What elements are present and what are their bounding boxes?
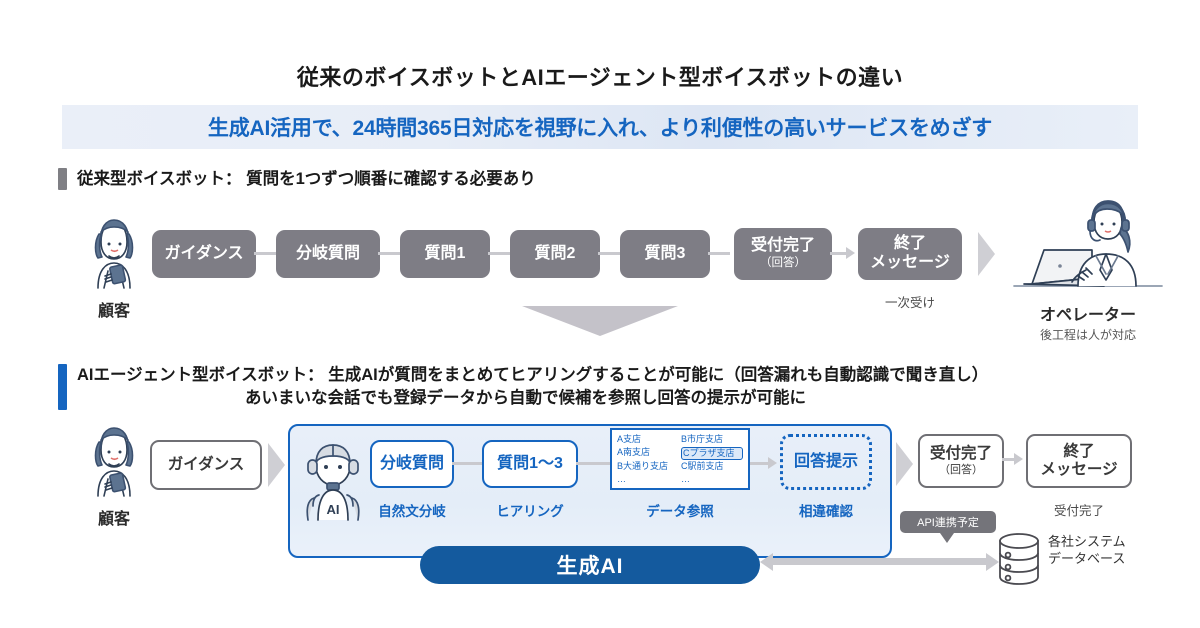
panel-step-data-reference-caption: データ参照	[646, 504, 714, 519]
data-reference-item-4: B大通り支店	[617, 461, 669, 472]
section-1-bar	[58, 168, 67, 190]
generative-ai-bar-label: 生成AI	[556, 555, 624, 578]
panel-connector-c-arrow	[768, 457, 777, 469]
section-1-flow-chevron-icon	[978, 232, 995, 276]
section-2-heading-line2: あいまいな会話でも登録データから自動で候補を参照し回答の提示が可能に	[245, 388, 806, 407]
genai-db-arrow-head-left	[760, 553, 773, 571]
step-question-3-label: 質問3	[644, 244, 686, 262]
section-1-heading: 従来型ボイスボット： 質問を1つずつ順番に確認する必要あり	[77, 170, 536, 188]
panel-step-branch-question-caption: 自然文分岐	[378, 504, 446, 519]
section-1-header: 従来型ボイスボット： 質問を1つずつ順番に確認する必要あり	[58, 168, 536, 191]
step-reception-complete-1[interactable]: 受付完了 （回答）	[734, 228, 832, 280]
step-guidance-2[interactable]: ガイダンス	[150, 440, 262, 490]
connector-1c	[488, 252, 510, 255]
api-integration-tag-label: API連携予定	[917, 517, 979, 529]
step-reception-complete-2-label: 受付完了	[929, 445, 992, 463]
connector-1f-arrow	[846, 247, 855, 259]
data-reference-item-2: A南支店	[617, 446, 651, 457]
connector-1d	[598, 252, 620, 255]
connector-2f	[1002, 458, 1018, 461]
step-guidance-1-label: ガイダンス	[164, 244, 244, 262]
step-end-message-1-label: 終了 メッセージ	[870, 235, 950, 271]
customer-avatar-icon	[94, 219, 134, 289]
section-2-heading-line1: AIエージェント型ボイスボット： 生成AIが質問をまとめてヒアリングすることが可…	[77, 366, 989, 384]
step-caption-reception-complete: 受付完了	[1053, 504, 1104, 518]
customer-2: 顧客	[68, 424, 160, 529]
section-2-header: AIエージェント型ボイスボット： 生成AIが質問をまとめてヒアリングすることが可…	[58, 364, 988, 410]
database-label: 各社システム データベース	[1048, 534, 1126, 568]
database-label-line1: 各社システム	[1048, 534, 1126, 549]
step-branch-question-1-label: 分岐質問	[295, 244, 360, 262]
database-icon-wrap	[994, 530, 1044, 593]
guidance-to-panel-chevron-icon	[268, 443, 285, 487]
panel-step-answer-presentation-caption: 相違確認	[799, 504, 853, 519]
step-question-3[interactable]: 質問3	[620, 230, 710, 278]
panel-step-answer-presentation-label: 回答提示	[793, 452, 858, 470]
step-end-message-2[interactable]: 終了 メッセージ	[1026, 434, 1132, 488]
step-reception-complete-2[interactable]: 受付完了 （回答）	[918, 434, 1004, 488]
svg-text:AI: AI	[327, 502, 340, 517]
database-icon	[999, 533, 1039, 585]
step-branch-question-1[interactable]: 分岐質問	[276, 230, 380, 278]
step-reception-complete-1-label: 受付完了	[750, 237, 815, 255]
step-question-2[interactable]: 質問2	[510, 230, 600, 278]
data-reference-item-7: …	[681, 473, 690, 484]
panel-connector-c	[750, 462, 772, 465]
connector-1f	[830, 252, 848, 255]
data-reference-item-6: …	[617, 473, 626, 484]
generative-ai-bar[interactable]: 生成AI	[420, 546, 760, 584]
panel-step-branch-question-label: 分岐質問	[379, 454, 444, 472]
subtitle-banner: 生成AI活用で、24時間365日対応を視野に入れ、より利便性の高いサービスをめざ…	[62, 105, 1138, 149]
genai-db-arrow-line	[772, 558, 988, 565]
data-reference-item-0: A支店	[617, 434, 642, 444]
data-reference-item-3: Cプラザ支店	[681, 446, 743, 461]
panel-step-questions-label: 質問1～3	[497, 454, 563, 472]
data-reference-item-5: C駅前支店	[681, 461, 724, 472]
panel-step-branch-question[interactable]: 分岐質問	[370, 440, 454, 488]
step-reception-complete-2-sub: （回答）	[939, 463, 983, 476]
operator: オペレーター 後工程は人が対応	[1002, 198, 1174, 343]
subtitle-banner-text: 生成AI活用で、24時間365日対応を視野に入れ、より利便性の高いサービスをめざ…	[207, 117, 993, 140]
panel-connector-a	[452, 462, 482, 465]
section-2-heading: AIエージェント型ボイスボット： 生成AIが質問をまとめてヒアリングすることが可…	[77, 364, 988, 410]
section-2-bar	[58, 364, 67, 410]
panel-step-questions[interactable]: 質問1～3	[482, 440, 578, 488]
ai-robot-icon-wrap: AI	[300, 440, 366, 527]
operator-headset-icon	[1013, 200, 1163, 287]
api-integration-tag: API連携予定	[900, 511, 996, 533]
step-guidance-1[interactable]: ガイダンス	[152, 230, 256, 278]
step-guidance-2-label: ガイダンス	[167, 455, 245, 473]
customer-1-label: 顧客	[97, 303, 130, 320]
connector-2f-arrow	[1014, 453, 1023, 465]
data-reference-item-1: B市庁支店	[681, 434, 724, 444]
panel-step-questions-caption: ヒアリング	[496, 504, 564, 519]
panel-step-answer-presentation[interactable]: 回答提示	[780, 434, 872, 490]
step-end-message-2-label: 終了 メッセージ	[1040, 442, 1118, 478]
database-label-line2: データベース	[1048, 550, 1126, 566]
page-title: 従来のボイスボットとAIエージェント型ボイスボットの違い	[296, 65, 904, 90]
step-end-message-1[interactable]: 終了 メッセージ	[858, 228, 962, 280]
section-transition-arrow-icon	[522, 306, 678, 336]
customer-avatar-icon	[94, 427, 134, 497]
ai-robot-icon: AI	[306, 444, 360, 521]
connector-1e	[708, 252, 730, 255]
step-reception-complete-1-sub: （回答）	[760, 257, 806, 270]
api-integration-tag-pointer	[940, 533, 954, 543]
connector-1b	[378, 252, 400, 255]
step-question-2-label: 質問2	[534, 244, 576, 262]
customer-1: 顧客	[68, 216, 160, 321]
panel-connector-b	[576, 462, 612, 465]
genai-db-arrow-head-right	[986, 553, 999, 571]
panel-to-end-chevron-icon	[896, 442, 913, 486]
customer-2-label: 顧客	[97, 511, 130, 528]
step-caption-first-reception: 一次受け	[884, 296, 935, 310]
operator-label: オペレーター	[1039, 307, 1136, 324]
step-question-1-label: 質問1	[424, 244, 466, 262]
step-question-1[interactable]: 質問1	[400, 230, 490, 278]
operator-sub-label: 後工程は人が対応	[1039, 328, 1136, 342]
connector-1a	[254, 252, 276, 255]
